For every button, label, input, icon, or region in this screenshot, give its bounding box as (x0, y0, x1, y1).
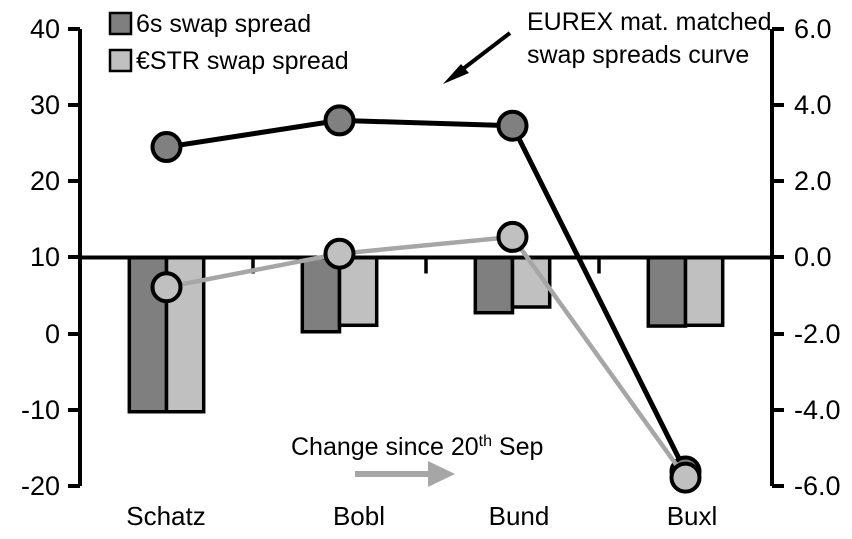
left-axis-tick-label: 20 (30, 166, 60, 196)
change-arrow-head-icon (428, 461, 455, 487)
category-axis-labels: Schatz Bobl Bund Buxl (126, 501, 717, 531)
change-annotation-suffix: Sep (492, 433, 543, 461)
category-label-buxl: Buxl (667, 501, 718, 531)
left-axis-tick-label: -20 (21, 471, 60, 501)
category-label-schatz: Schatz (126, 501, 206, 531)
change-annotation-superscript: th (479, 433, 492, 450)
bar-bobl-series1 (337, 255, 379, 328)
legend-swatch-icon (108, 11, 133, 36)
left-axis-tick-label: 10 (30, 242, 60, 272)
marker-series0-schatz (150, 131, 183, 164)
left-axis: 40 30 20 10 0 -10 -20 (21, 14, 82, 501)
right-axis: 6.0 4.0 2.0 0.0 -2.0 -4.0 -6.0 (770, 14, 841, 501)
marker-series1-buxl (669, 461, 702, 494)
bar-bund-series0 (473, 255, 515, 315)
marker-series1-bund (496, 220, 529, 253)
right-axis-tick-label: 2.0 (794, 166, 832, 196)
line-series-0 (166, 117, 688, 473)
line-series-1 (166, 234, 688, 479)
annotation-arrow-head-icon (443, 64, 469, 84)
left-axis-tick-label: 0 (45, 319, 60, 349)
chart-legend: 6s swap spread €STR swap spread (108, 10, 349, 75)
category-label-bobl: Bobl (333, 501, 385, 531)
left-axis-tick-label: 30 (30, 90, 60, 120)
marker-series1-bobl (323, 237, 356, 270)
legend-item-6s-swap-spread[interactable]: 6s swap spread (108, 10, 311, 38)
right-axis-tick-label: -6.0 (794, 471, 841, 501)
curve-annotation: EUREX mat. matched swap spreads curve (443, 8, 772, 84)
curve-annotation-line1: EUREX mat. matched (527, 8, 772, 36)
marker-series0-bund (496, 109, 529, 142)
category-label-bund: Bund (489, 501, 550, 531)
legend-label: 6s swap spread (136, 10, 311, 38)
right-axis-tick-label: 6.0 (794, 14, 832, 44)
change-annotation-text: Change since 20th Sep (291, 433, 543, 461)
change-annotation-prefix: Change since 20 (291, 433, 479, 461)
right-axis-tick-label: -2.0 (794, 319, 841, 349)
legend-item-estr-swap-spread[interactable]: €STR swap spread (108, 47, 349, 75)
marker-series0-bobl (323, 104, 356, 137)
right-axis-tick-label: -4.0 (794, 395, 841, 425)
bar-buxl-series0 (646, 255, 688, 328)
curve-annotation-line2: swap spreads curve (527, 41, 749, 69)
legend-label: €STR swap spread (136, 47, 349, 75)
left-axis-tick-label: -10 (21, 395, 60, 425)
bar-buxl-series1 (683, 255, 725, 328)
change-annotation: Change since 20th Sep (291, 433, 543, 487)
left-axis-tick-label: 40 (30, 14, 60, 44)
plot-area (78, 104, 774, 494)
right-axis-tick-label: 4.0 (794, 90, 832, 120)
legend-swatch-icon (108, 48, 133, 73)
right-axis-tick-label: 0.0 (794, 242, 832, 272)
marker-series1-schatz (150, 271, 183, 304)
